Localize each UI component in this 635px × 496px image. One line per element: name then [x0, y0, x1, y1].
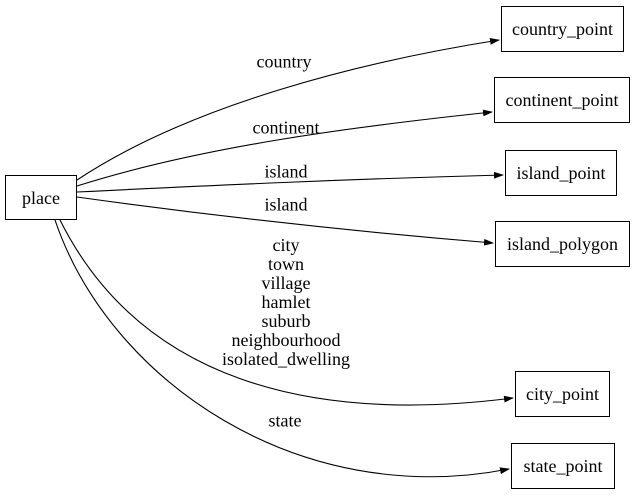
edge-label-city-group: city town village hamlet suburb neighbou… [222, 236, 350, 369]
edge-label-suburb: suburb [261, 311, 311, 331]
node-place: place [5, 175, 77, 220]
node-island-polygon: island_polygon [495, 221, 630, 267]
node-continent-point-label: continent_point [505, 90, 619, 110]
edge-label-isolated-dwelling: isolated_dwelling [222, 349, 350, 369]
edge-place-state_point [54, 219, 510, 478]
node-continent-point: continent_point [494, 77, 630, 123]
edge-label-island-point: island [264, 161, 308, 182]
node-place-label: place [22, 187, 60, 208]
node-island-polygon-label: island_polygon [507, 234, 618, 254]
edge-label-continent: continent [252, 117, 320, 138]
node-state-point: state_point [511, 443, 615, 489]
node-city-point: city_point [515, 371, 610, 417]
edge-label-neighbourhood: neighbourhood [231, 330, 341, 350]
edge-place-city_point [59, 219, 514, 406]
node-city-point-label: city_point [526, 384, 599, 404]
edge-place-island_polygon [76, 196, 494, 246]
edge-place-country_point [76, 38, 500, 181]
node-state-point-label: state_point [523, 456, 603, 476]
edge-label-town: town [267, 254, 304, 274]
node-country-point: country_point [501, 6, 624, 52]
edge-label-city: city [272, 235, 300, 255]
node-country-point-label: country_point [512, 19, 613, 39]
edge-label-island-polygon: island [264, 194, 308, 215]
edge-label-village: village [261, 273, 311, 293]
edge-place-continent_point [76, 109, 493, 187]
node-island-point: island_point [505, 150, 617, 196]
edge-label-hamlet: hamlet [261, 292, 311, 312]
edge-label-country: country [256, 51, 312, 72]
edge-label-state: state [268, 410, 302, 431]
edge-place-island_point [76, 171, 504, 193]
node-island-point-label: island_point [516, 163, 606, 183]
